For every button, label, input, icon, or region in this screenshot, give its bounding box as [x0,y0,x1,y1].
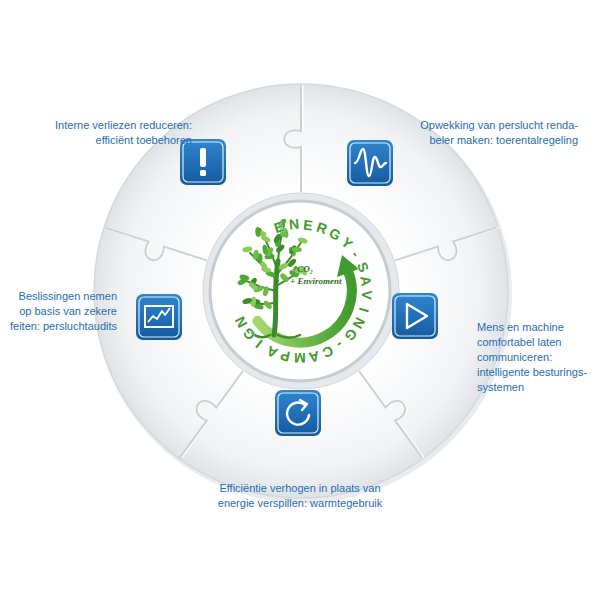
tree-leaf [279,272,289,283]
logo-circle: ENERGY-SAVING-CAMPAIGN- CO₂ + Enviroment [210,201,390,381]
title-letter: P [279,348,291,364]
title-letter: S [354,260,370,274]
title-letter: I [357,306,372,314]
title-letter: - [349,248,363,260]
tree-leaf [255,227,261,237]
title-letter: A [264,343,279,360]
caption-label: Efficiëntie verhogen in plaats van energ… [205,481,395,511]
title-letter: R [315,219,329,236]
title-letter: G [342,326,360,343]
puzzle-seam [100,227,207,276]
title-letter: E [302,217,313,232]
tree-leaf [242,246,253,253]
puzzle-seam [167,361,243,457]
title-letter: I [253,337,265,350]
title-letter: Y [338,235,354,252]
tree-leaf [237,277,248,286]
seam-highlight [101,227,208,276]
tree-roots [252,333,300,338]
puzzle-seam [285,85,302,192]
title-letter: E [273,219,286,235]
swirl-arrow [257,270,351,343]
tree-leaf [292,247,302,252]
title-letter: A [307,349,320,365]
tree-trunk [274,261,278,335]
caption-label: Beslissingen nemen op basis van zekere f… [5,289,117,334]
tree-leaf [278,262,289,271]
title-letter: N [350,315,367,331]
tree-leaf [248,281,259,291]
title-letter: C [320,344,335,361]
ring-shadow [94,85,512,503]
seam-highlight [168,361,244,457]
refresh-icon [275,390,321,436]
title-letter: M [294,351,306,365]
caption-label: Opwekking van perslucht renda- beler mak… [412,118,578,148]
title-letter: G [327,225,344,243]
puzzle-seam [359,361,435,457]
logo-subtext: + Enviroment [290,276,341,286]
tree-leaf [263,299,274,310]
tree-leaf [262,244,269,255]
title-letter: G [240,325,258,342]
puzzle-ring [94,84,508,498]
tree-leaf [262,286,270,297]
title-letter: A [358,275,373,287]
tree-leaf [252,249,259,260]
tree-logo [237,217,359,342]
title-letter: N [288,217,299,232]
caption-label: Mens en machine comfortabel laten commun… [477,320,593,395]
tree-leaf [297,237,308,245]
tree-leaf [279,273,290,283]
logo-disc [210,201,390,381]
caption-label: Interne verliezen reduceren: efficiënt t… [36,118,192,148]
seam-highlight [361,361,437,457]
title-letter: - [334,338,346,352]
play-icon [392,293,438,339]
chart-icon [136,294,182,340]
logo-subtext: - CO₂ [292,264,313,274]
title-letter: V [360,290,375,300]
wave-icon [347,140,393,186]
tree-leaf [242,297,253,305]
puzzle-seam [395,227,502,276]
logo-groove [203,193,399,389]
seam-highlight [397,227,504,276]
curved-title: ENERGY-SAVING-CAMPAIGN [210,201,390,381]
